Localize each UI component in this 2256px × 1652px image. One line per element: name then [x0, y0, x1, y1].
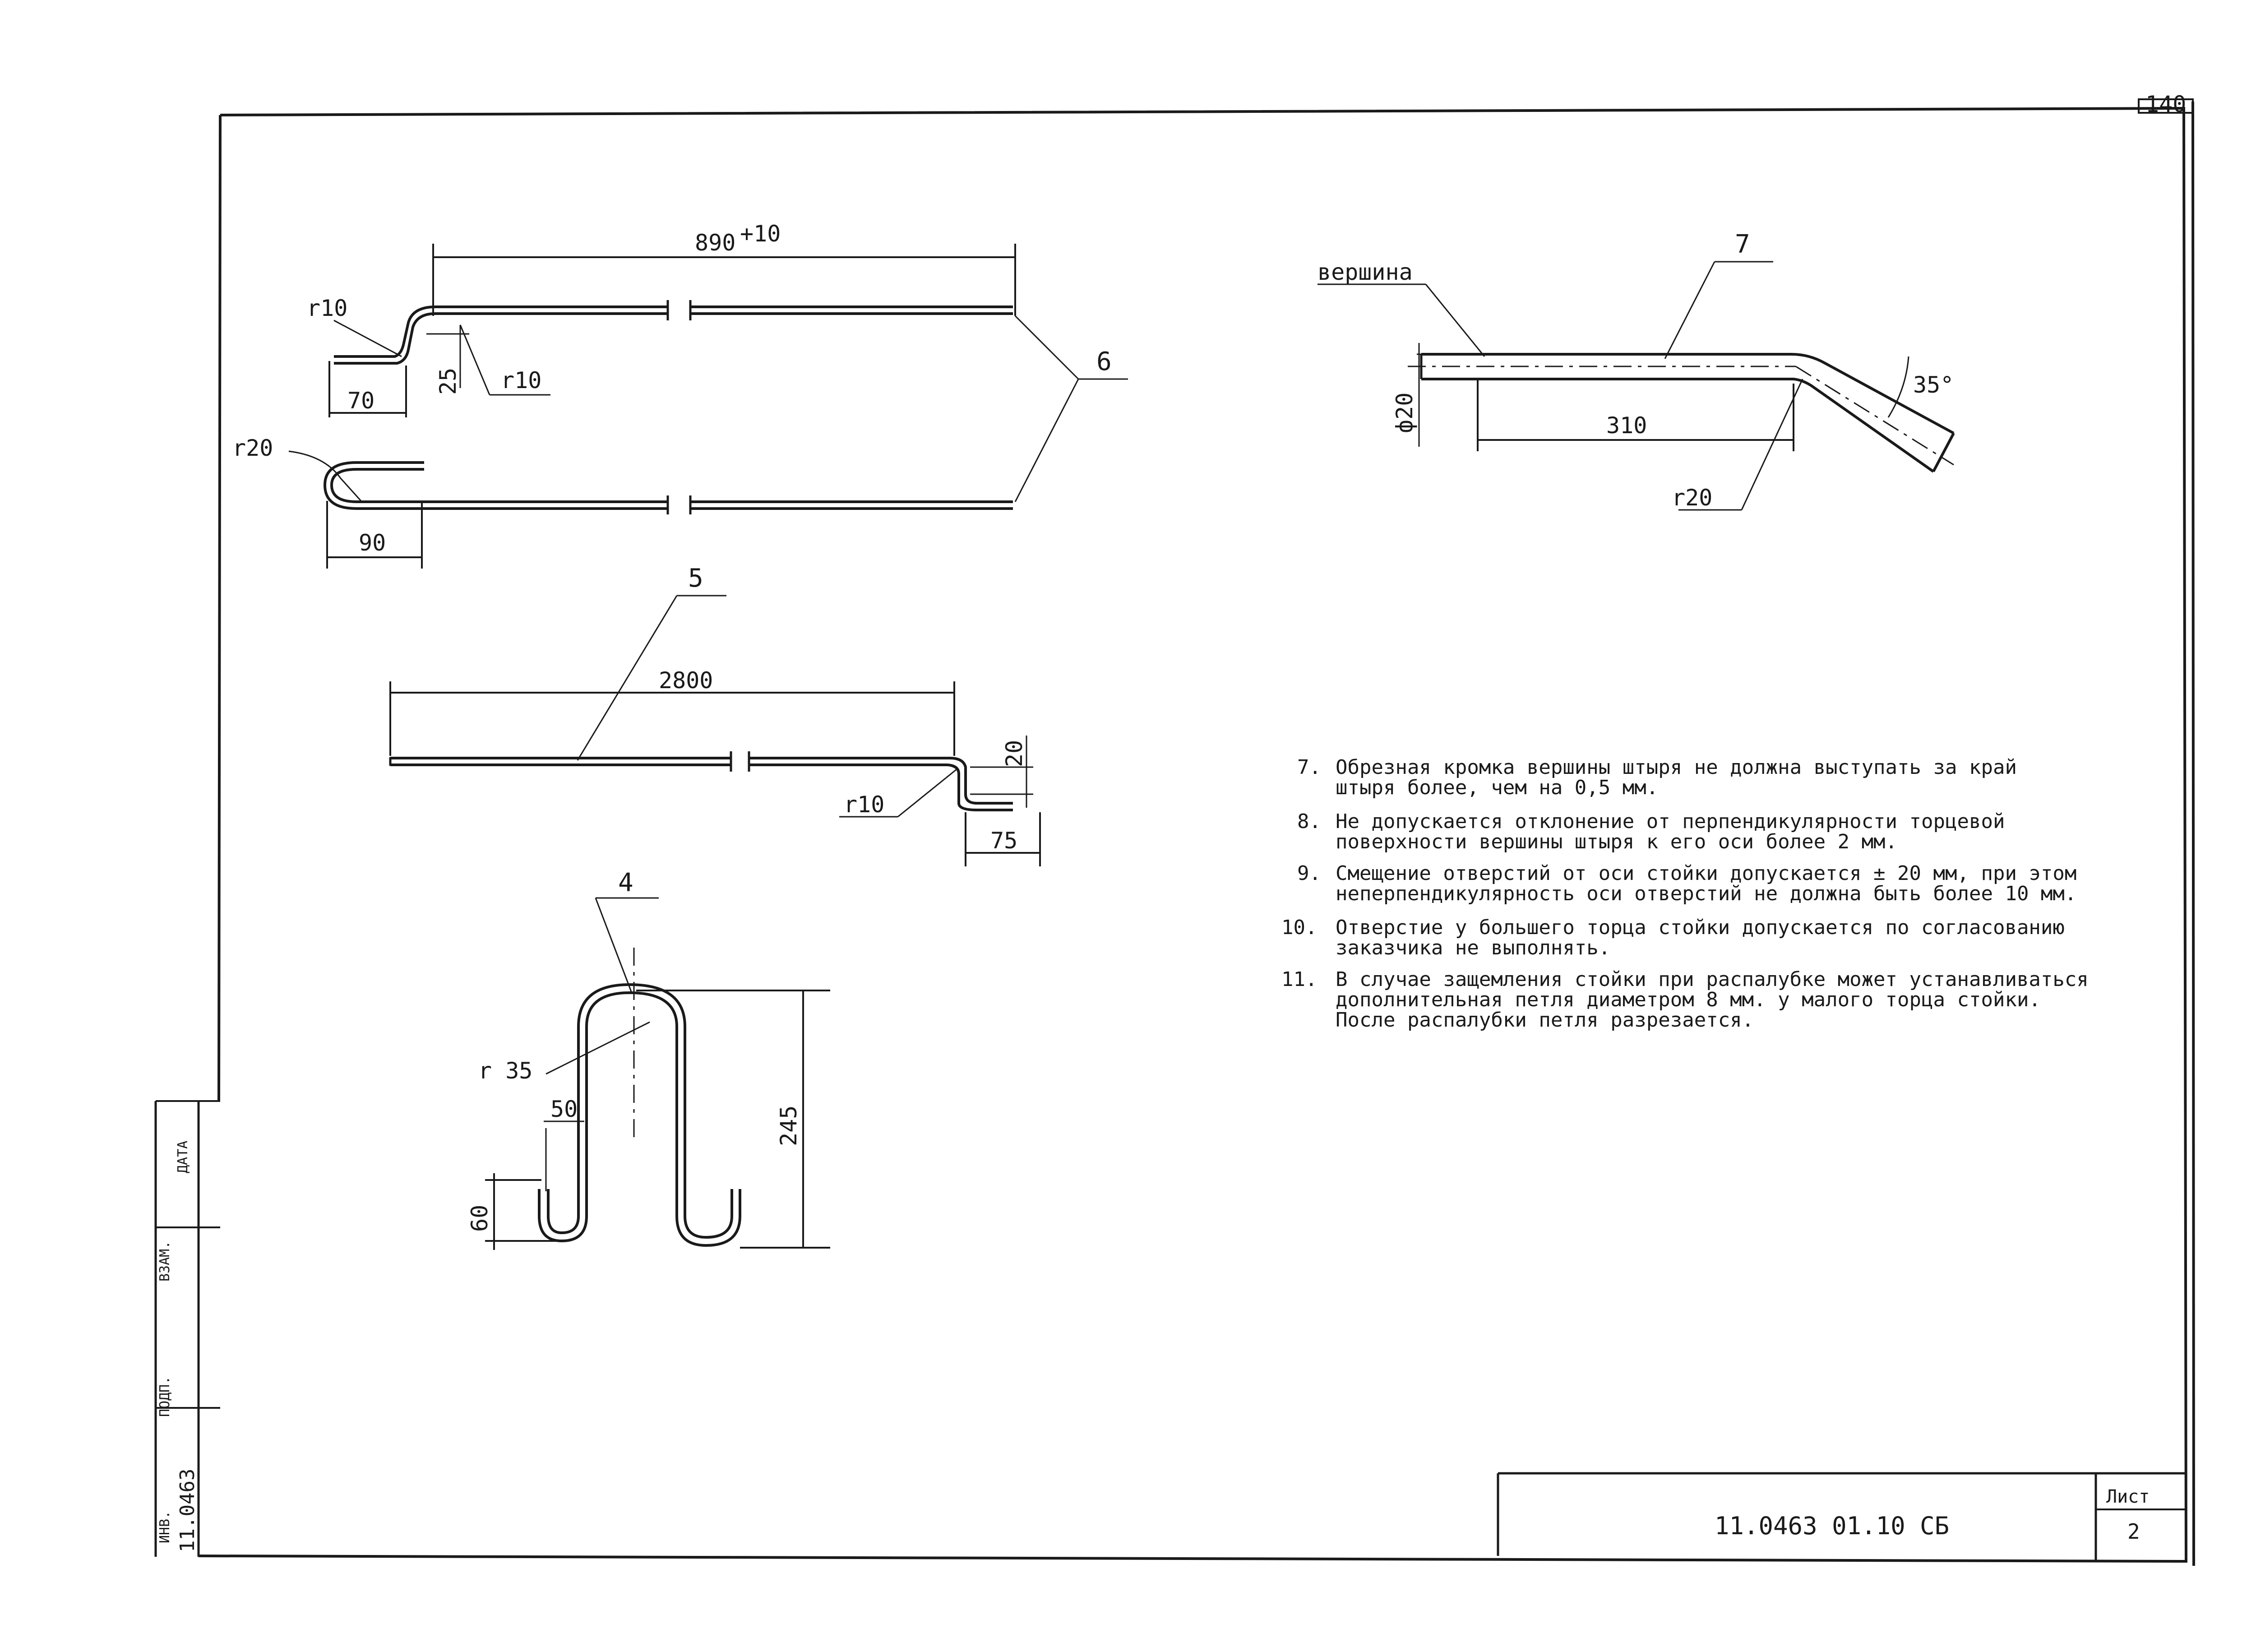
loop-width: 50: [550, 1096, 578, 1122]
note-10-line-1: Отверстие у большего торца стойки допуск…: [1336, 916, 2065, 939]
pin-radius: r20: [1672, 485, 1712, 511]
rod-label: 5: [688, 564, 703, 593]
note-11-line-3: После распалубки петля разрезается.: [1336, 1009, 1754, 1032]
hooks-bottom-leg: 90: [359, 530, 386, 556]
rod-radius: r10: [844, 791, 884, 818]
title-sheet-value: 2: [2127, 1519, 2140, 1544]
note-9-line-1: Смещение отверстий от оси стойки допуска…: [1336, 862, 2076, 885]
title-block: 11.0463 01.10 СБ Лист 2: [1497, 1472, 2186, 1561]
sheet-frame: 140: [198, 91, 2195, 1566]
loop-detail: 4 r 35 245 50 60: [467, 868, 830, 1250]
note-7-number: 7.: [1297, 756, 1321, 779]
note-9-line-2: неперпендикулярность оси отверстий не до…: [1336, 882, 2076, 905]
technical-notes: 7. Обрезная кромка вершины штыря не долж…: [1281, 756, 2089, 1032]
rod-end-height: 20: [1001, 740, 1027, 767]
note-7-line-1: Обрезная кромка вершины штыря не должна …: [1336, 756, 2017, 779]
stamp-field-replace: ВЗАМ.: [157, 1241, 173, 1282]
rod-detail: 2800 20 75 r10 5: [389, 564, 1041, 866]
stamp-field-date: ДАТА: [175, 1141, 191, 1173]
hooks-bottom-radius: r20: [232, 435, 273, 461]
note-11-number: 11.: [1281, 968, 1317, 991]
pin-label: 7: [1735, 230, 1750, 259]
loop-leg-height: 60: [467, 1205, 493, 1232]
note-9-number: 9.: [1297, 862, 1321, 885]
hooks-top-radius-right: r10: [501, 367, 541, 393]
note-8-number: 8.: [1297, 810, 1321, 833]
rod-end-leg: 75: [990, 828, 1017, 854]
hooks-length: 890: [695, 230, 735, 256]
pin-diameter: ф20: [1392, 393, 1418, 433]
pin-tip-label: вершина: [1318, 259, 1413, 285]
note-8-line-2: поверхности вершины штыря к его оси боле…: [1336, 830, 1897, 853]
pin-length: 310: [1606, 412, 1647, 439]
note-11-line-2: дополнительная петля диаметром 8 мм. у м…: [1336, 988, 2041, 1011]
hooks-top-leg: 70: [347, 388, 374, 414]
note-10-line-2: заказчика не выполнять.: [1336, 936, 1610, 959]
loop-radius: r 35: [478, 1058, 532, 1084]
loop-height: 245: [776, 1106, 802, 1146]
note-8-line-1: Не допускается отклонение от перпендикул…: [1336, 810, 2005, 833]
pin-detail: ф20 вершина 7 310 35° r20: [1318, 230, 1955, 511]
corner-sheet-number: 140: [2145, 91, 2186, 117]
hooks-detail: 890 +10 r10 r10 25 70 r20 90 6: [232, 221, 1128, 569]
loop-label: 4: [618, 868, 633, 898]
hooks-top-radius-left: r10: [307, 295, 347, 321]
hooks-label: 6: [1096, 347, 1112, 376]
note-10-number: 10.: [1281, 916, 1317, 939]
hooks-top-height: 25: [435, 368, 461, 395]
rod-length: 2800: [659, 667, 713, 694]
pin-angle: 35°: [1913, 372, 1954, 398]
stamp-field-sign: ПОДП.: [157, 1376, 173, 1417]
title-sheet-label: Лист: [2106, 1486, 2150, 1507]
stamp-field-inv: ИНВ.: [157, 1511, 173, 1543]
hooks-length-tolerance: +10: [740, 221, 781, 247]
stamp-doc-number: 11.0463: [176, 1469, 199, 1552]
side-stamp: 11.0463 ИНВ. ПОДП. ВЗАМ. ДАТА: [154, 1100, 220, 1557]
note-7-line-2: штыря более, чем на 0,5 мм.: [1336, 776, 1658, 799]
note-11-line-1: В случае защемления стойки при распалубк…: [1336, 968, 2089, 991]
title-document-code: 11.0463 01.10 СБ: [1715, 1512, 1949, 1540]
